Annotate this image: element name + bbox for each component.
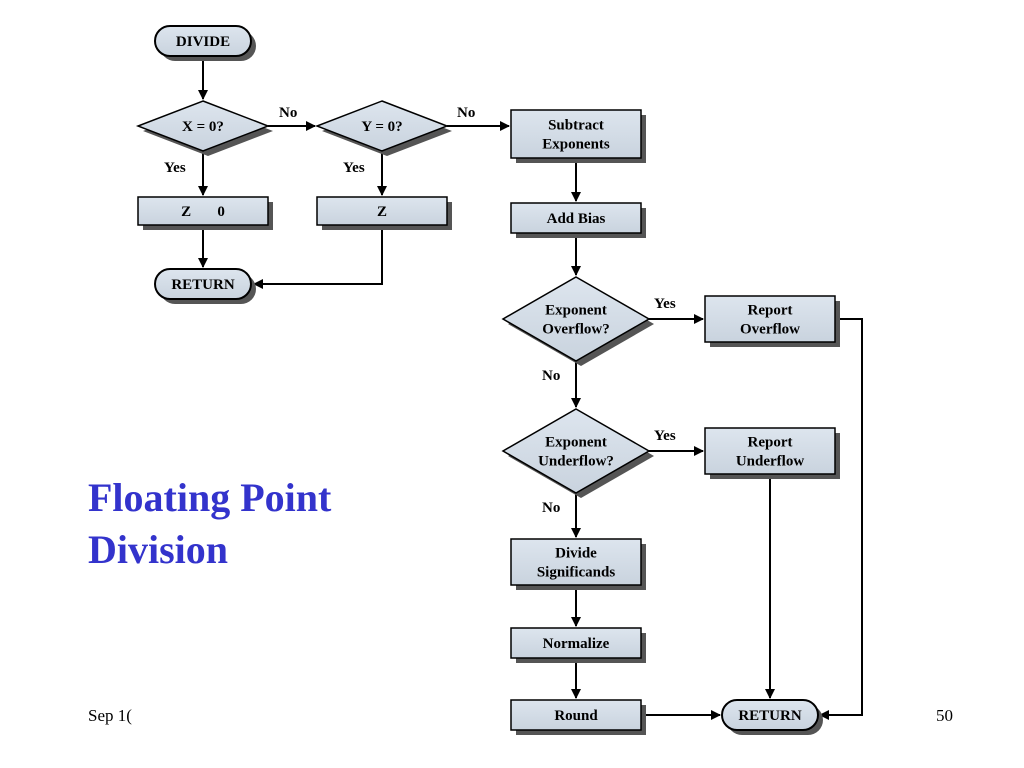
slide-title-line-2: Division — [88, 527, 229, 572]
edge-report-overflow-to-return — [819, 318, 863, 720]
process-box — [316, 196, 448, 226]
node-set-z: Z — [316, 196, 452, 230]
node-divide: DIVIDE — [154, 25, 256, 61]
edge-label-underflow-yes: Yes — [654, 428, 676, 444]
node-round: Round — [510, 699, 646, 735]
slide-title-line-1: Floating Point — [88, 475, 332, 520]
edge-label-y-yes: Yes — [343, 160, 365, 176]
node-return-right: RETURN — [721, 699, 823, 735]
node-label: Report — [748, 435, 793, 451]
node-label: Round — [554, 708, 598, 724]
process-box — [510, 699, 642, 731]
node-label: Report — [748, 303, 793, 319]
process-box — [704, 295, 836, 343]
node-label: Divide — [555, 546, 597, 562]
node-label: Subtract — [548, 118, 604, 134]
node-label: Add Bias — [547, 211, 606, 227]
process-box — [510, 109, 642, 159]
flowchart-nodes: DIVIDE X = 0? Y = 0? Z 0 Z RETURN SubtractExpo… — [135, 25, 840, 735]
decision-diamond — [135, 100, 271, 152]
node-x-zero: X = 0? — [135, 100, 273, 156]
node-label: RETURN — [738, 708, 802, 724]
node-label: RETURN — [171, 277, 235, 293]
node-label: Underflow? — [538, 454, 614, 470]
node-label: X = 0? — [182, 119, 224, 135]
node-label: Underflow — [736, 454, 804, 470]
terminator-shape — [721, 699, 819, 731]
process-box — [510, 202, 642, 234]
flowchart-edges — [198, 58, 863, 720]
node-add-bias: Add Bias — [510, 202, 646, 238]
node-y-zero: Y = 0? — [314, 100, 452, 156]
edge-label-x-yes: Yes — [164, 160, 186, 176]
terminator-shape — [154, 25, 252, 57]
node-label: Overflow? — [542, 322, 609, 338]
decision-diamond — [314, 100, 450, 152]
decision-diamond — [501, 408, 651, 494]
node-normalize: Normalize — [510, 627, 646, 663]
node-return-left: RETURN — [154, 268, 256, 304]
slide-footer-date: Sep 1( — [88, 706, 132, 725]
edge-label-y-no: No — [457, 105, 475, 121]
slide-page-number: 50 — [936, 706, 953, 725]
node-label: Overflow — [740, 322, 800, 338]
process-box — [704, 427, 836, 475]
node-label: Significands — [537, 565, 616, 581]
node-set-z-0: Z 0 — [137, 196, 273, 230]
process-box — [510, 538, 642, 586]
terminator-shape — [154, 268, 252, 300]
edge-z-to-return — [253, 225, 383, 289]
node-label: Z — [377, 204, 387, 220]
process-box — [510, 627, 642, 659]
process-box — [137, 196, 269, 226]
node-label: Y = 0? — [361, 119, 402, 135]
edge-label-overflow-no: No — [542, 368, 560, 384]
node-label: Exponent — [545, 435, 607, 451]
node-label: Z 0 — [181, 204, 225, 220]
edge-label-underflow-no: No — [542, 500, 560, 516]
edge-label-x-no: No — [279, 105, 297, 121]
edge-label-overflow-yes: Yes — [654, 296, 676, 312]
node-label: DIVIDE — [176, 34, 230, 50]
node-label: Normalize — [543, 636, 610, 652]
node-label: Exponents — [542, 137, 610, 153]
decision-diamond — [501, 276, 651, 362]
node-label: Exponent — [545, 303, 607, 319]
slide-title: Floating Point Division — [88, 472, 408, 576]
